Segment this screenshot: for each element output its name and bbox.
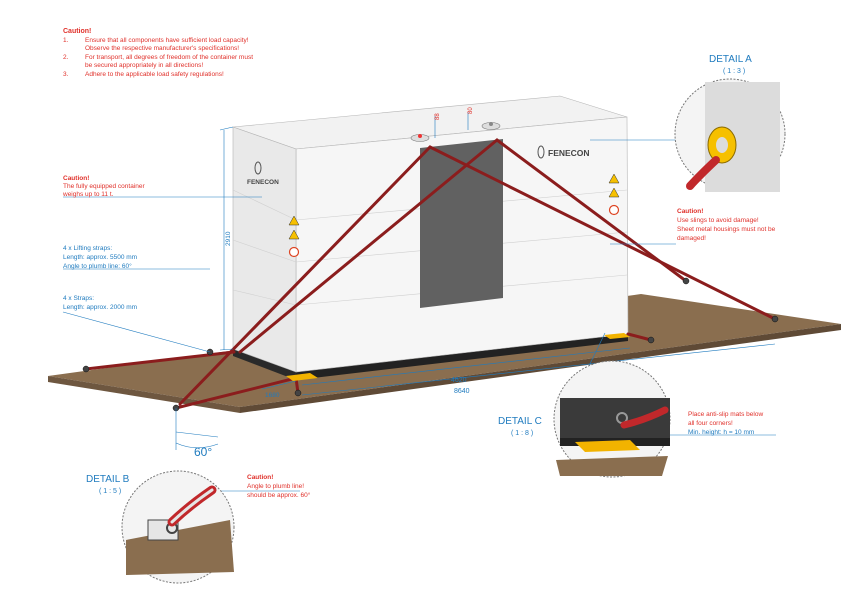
brand-right-label: FENECON bbox=[548, 148, 590, 158]
warning-triangle-icon bbox=[288, 229, 300, 240]
lifting-strap-2 bbox=[428, 145, 777, 321]
detail-c-line-3: Min. height: h = 10 mm bbox=[688, 429, 754, 436]
container-base-left bbox=[233, 349, 296, 380]
slings-caution-line-1: Use slings to avoid damage! bbox=[677, 217, 759, 224]
detail-b-title: DETAIL B bbox=[86, 474, 130, 485]
slings-caution-line-3: damaged! bbox=[677, 235, 706, 242]
container-left-face bbox=[232, 126, 297, 373]
detail-b-caution-note: Caution! Angle to plumb line! should be … bbox=[247, 474, 311, 499]
detail-b-caution-title: Caution! bbox=[247, 474, 273, 481]
detail-b: DETAIL B ( 1 : 5 ) bbox=[86, 470, 235, 584]
top-caution-line-2: For transport, all degrees of freedom of… bbox=[85, 54, 253, 61]
top-caution-line-1b: Observe the respective manufacturer's sp… bbox=[85, 45, 239, 52]
top-caution-line-2b: be secured appropriately in all directio… bbox=[85, 62, 203, 69]
top-caution-line-3: Adhere to the applicable load safety reg… bbox=[85, 71, 224, 78]
warning-signs-left bbox=[288, 215, 300, 258]
fenecon-logo-icon bbox=[254, 161, 262, 175]
lifting-straps-line-3: Angle to plumb line: 60° bbox=[63, 262, 132, 270]
fenecon-logo-icon bbox=[537, 145, 545, 159]
lifting-strap-1 bbox=[178, 145, 432, 406]
door-panel bbox=[420, 139, 503, 308]
roof-lifting-eyes bbox=[410, 122, 501, 142]
lifting-strap-3 bbox=[238, 138, 499, 354]
dimension-depth: 1680 bbox=[265, 392, 280, 399]
container-base-front bbox=[296, 334, 628, 380]
warning-signs-right bbox=[608, 173, 620, 216]
slings-caution-title: Caution! bbox=[677, 208, 703, 215]
weight-caution-line-1: The fully equipped container bbox=[63, 183, 146, 190]
straps-line-1: 4 x Straps: bbox=[63, 295, 94, 302]
lifting-straps-line-1: 4 x Lifting straps: bbox=[63, 245, 112, 252]
anti-slip-mats bbox=[286, 333, 630, 381]
warning-triangle-icon bbox=[608, 187, 620, 198]
dimension-top-left: 88 bbox=[435, 113, 441, 120]
detail-a: DETAIL A ( 1 : 3 ) bbox=[674, 54, 786, 192]
floor-board-edge-right bbox=[240, 324, 841, 413]
lifting-strap-4 bbox=[495, 138, 688, 283]
top-caution-num-1: 1. bbox=[63, 37, 69, 44]
dimension-height: 2910 bbox=[225, 231, 232, 246]
slings-caution-line-2: Sheet metal housings must not be bbox=[677, 226, 776, 233]
slings-caution-note: Caution! Use slings to avoid damage! She… bbox=[677, 208, 776, 242]
tie-down-strap-2 bbox=[174, 376, 298, 410]
brand-logo-right: FENECON bbox=[537, 145, 590, 159]
detail-c-scale: ( 1 : 8 ) bbox=[511, 430, 533, 437]
top-caution-line-1: Ensure that all components have sufficie… bbox=[85, 37, 249, 44]
brand-logo-left: FENECON bbox=[247, 161, 279, 186]
detail-c: DETAIL C ( 1 : 8 ) bbox=[498, 360, 671, 478]
weight-caution-line-2: weighs up to 11 t. bbox=[62, 191, 114, 198]
prohibition-icon bbox=[608, 204, 620, 216]
dimension-length: 8640 bbox=[454, 388, 470, 395]
warning-triangle-icon bbox=[288, 215, 300, 226]
detail-c-line-2: all four corners! bbox=[688, 420, 733, 427]
lifting-straps-note: 4 x Lifting straps: Length: approx. 5500… bbox=[63, 245, 137, 270]
detail-b-caution-line-2: should be approx. 60° bbox=[247, 491, 311, 499]
straps-note: 4 x Straps: Length: approx. 2000 mm bbox=[63, 295, 137, 311]
detail-c-note: Place anti-slip mats below all four corn… bbox=[688, 411, 763, 436]
detail-c-title: DETAIL C bbox=[498, 416, 542, 427]
straps-line-2: Length: approx. 2000 mm bbox=[63, 304, 137, 311]
anchor-points bbox=[82, 277, 779, 412]
detail-a-title: DETAIL A bbox=[709, 54, 752, 65]
dimension-top-right: 80 bbox=[468, 107, 474, 114]
warning-triangle-icon bbox=[608, 173, 620, 184]
lifting-straps bbox=[178, 138, 777, 406]
dimension-lines bbox=[175, 112, 776, 450]
brand-left-label: FENECON bbox=[247, 179, 279, 186]
detail-a-scale: ( 1 : 3 ) bbox=[723, 68, 745, 75]
weight-caution-note: Caution! The fully equipped container we… bbox=[62, 175, 146, 198]
top-caution-title: Caution! bbox=[63, 28, 91, 35]
tie-down-strap-4 bbox=[626, 332, 653, 342]
detail-b-scale: ( 1 : 5 ) bbox=[99, 488, 121, 495]
prohibition-icon bbox=[288, 246, 300, 258]
lifting-straps-line-2: Length: approx. 5500 mm bbox=[63, 254, 137, 261]
top-caution-num-3: 3. bbox=[63, 71, 69, 78]
angle-label: 60° bbox=[194, 445, 212, 459]
weight-caution-title: Caution! bbox=[63, 175, 89, 182]
top-caution-num-2: 2. bbox=[63, 54, 69, 61]
detail-b-caution-line-1: Angle to plumb line! bbox=[247, 483, 304, 490]
detail-c-line-1: Place anti-slip mats below bbox=[688, 411, 763, 418]
dimension-width: 4620 bbox=[451, 377, 467, 384]
top-caution-note: Caution! 1. Ensure that all components h… bbox=[63, 28, 253, 78]
